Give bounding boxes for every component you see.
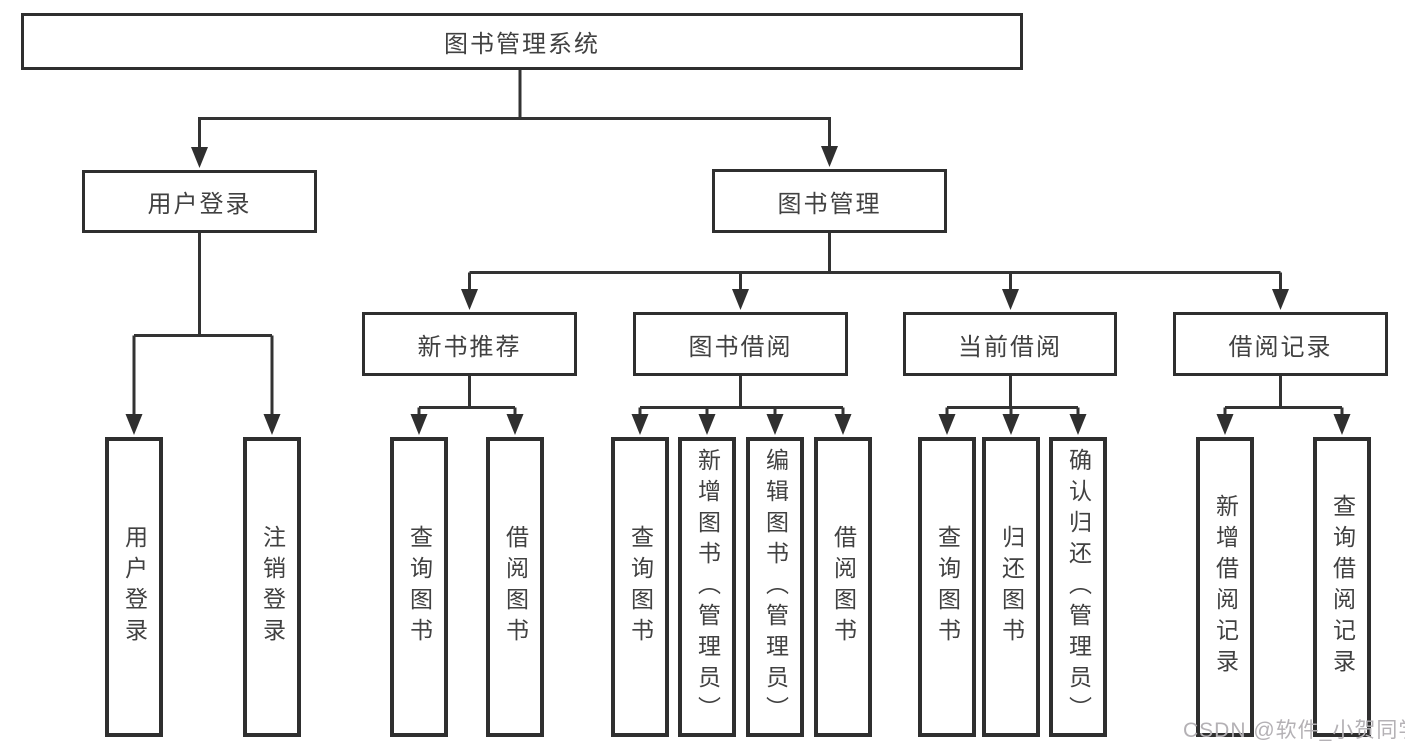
- arrow-down-icon: [1002, 414, 1020, 435]
- node-label: 图书管理系统: [444, 31, 600, 58]
- arrow-down-icon: [834, 414, 852, 435]
- leaf-current-query-books: 查询图书: [918, 437, 976, 737]
- leaf-recommend-query-books: 查询图书: [390, 437, 448, 737]
- leaf-borrow-book: 借阅图书: [814, 437, 872, 737]
- arrow-down-icon: [191, 147, 208, 168]
- node-borrowing-records: 借阅记录: [1173, 312, 1388, 376]
- arrow-down-icon: [1216, 414, 1234, 435]
- node-current-borrowing: 当前借阅: [903, 312, 1117, 376]
- arrow-down-icon: [461, 289, 478, 310]
- node-new-book-recommend: 新书推荐: [362, 312, 577, 376]
- leaf-borrow-query-books: 查询图书: [611, 437, 669, 737]
- arrow-down-icon: [1002, 289, 1019, 310]
- node-label: 新增图书（管理员）: [694, 447, 721, 727]
- leaf-recommend-borrow-books: 借阅图书: [486, 437, 544, 737]
- node-label: 注销登录: [259, 525, 286, 649]
- node-user-login: 用户登录: [82, 170, 317, 233]
- node-label: 查询图书: [627, 525, 654, 649]
- node-label: 归还图书: [998, 525, 1025, 649]
- arrow-down-icon: [698, 414, 716, 435]
- node-label: 编辑图书（管理员）: [762, 447, 789, 727]
- node-label: 查询图书: [934, 525, 961, 649]
- node-root-system: 图书管理系统: [21, 13, 1023, 70]
- node-label: 确认归还（管理员）: [1065, 447, 1092, 727]
- arrow-down-icon: [821, 146, 838, 167]
- leaf-add-borrow-record: 新增借阅记录: [1196, 437, 1254, 737]
- node-label: 新书推荐: [417, 333, 522, 361]
- leaf-query-borrow-record: 查询借阅记录: [1313, 437, 1371, 737]
- leaf-user-login: 用户登录: [105, 437, 163, 737]
- arrow-down-icon: [1272, 289, 1289, 310]
- leaf-confirm-return-admin: 确认归还（管理员）: [1049, 437, 1107, 737]
- leaf-edit-book-admin: 编辑图书（管理员）: [746, 437, 804, 737]
- node-book-borrowing: 图书借阅: [633, 312, 848, 376]
- node-book-management: 图书管理: [712, 169, 947, 233]
- arrow-down-icon: [1333, 414, 1351, 435]
- arrow-down-icon: [732, 289, 749, 310]
- watermark: CSDN @软件_小贺同学: [1183, 719, 1405, 742]
- node-label: 查询借阅记录: [1329, 494, 1356, 680]
- arrow-down-icon: [410, 414, 428, 435]
- node-label: 当前借阅: [958, 333, 1062, 361]
- leaf-add-book-admin: 新增图书（管理员）: [678, 437, 736, 737]
- node-label: 图书借阅: [688, 333, 793, 361]
- leaf-return-book: 归还图书: [982, 437, 1040, 737]
- arrow-down-icon: [766, 414, 784, 435]
- node-label: 查询图书: [406, 525, 433, 649]
- node-label: 新增借阅记录: [1212, 494, 1239, 680]
- arrow-down-icon: [631, 414, 649, 435]
- arrow-down-icon: [938, 414, 956, 435]
- arrow-down-icon: [1069, 414, 1087, 435]
- node-label: 图书管理: [777, 190, 882, 218]
- node-label: 借阅图书: [830, 525, 857, 649]
- node-label: 用户登录: [147, 191, 252, 218]
- arrow-down-icon: [263, 414, 281, 435]
- node-label: 借阅记录: [1228, 333, 1333, 361]
- arrow-down-icon: [125, 414, 143, 435]
- node-label: 用户登录: [121, 525, 148, 649]
- arrow-down-icon: [506, 414, 524, 435]
- leaf-logout: 注销登录: [243, 437, 301, 737]
- node-label: 借阅图书: [502, 525, 529, 649]
